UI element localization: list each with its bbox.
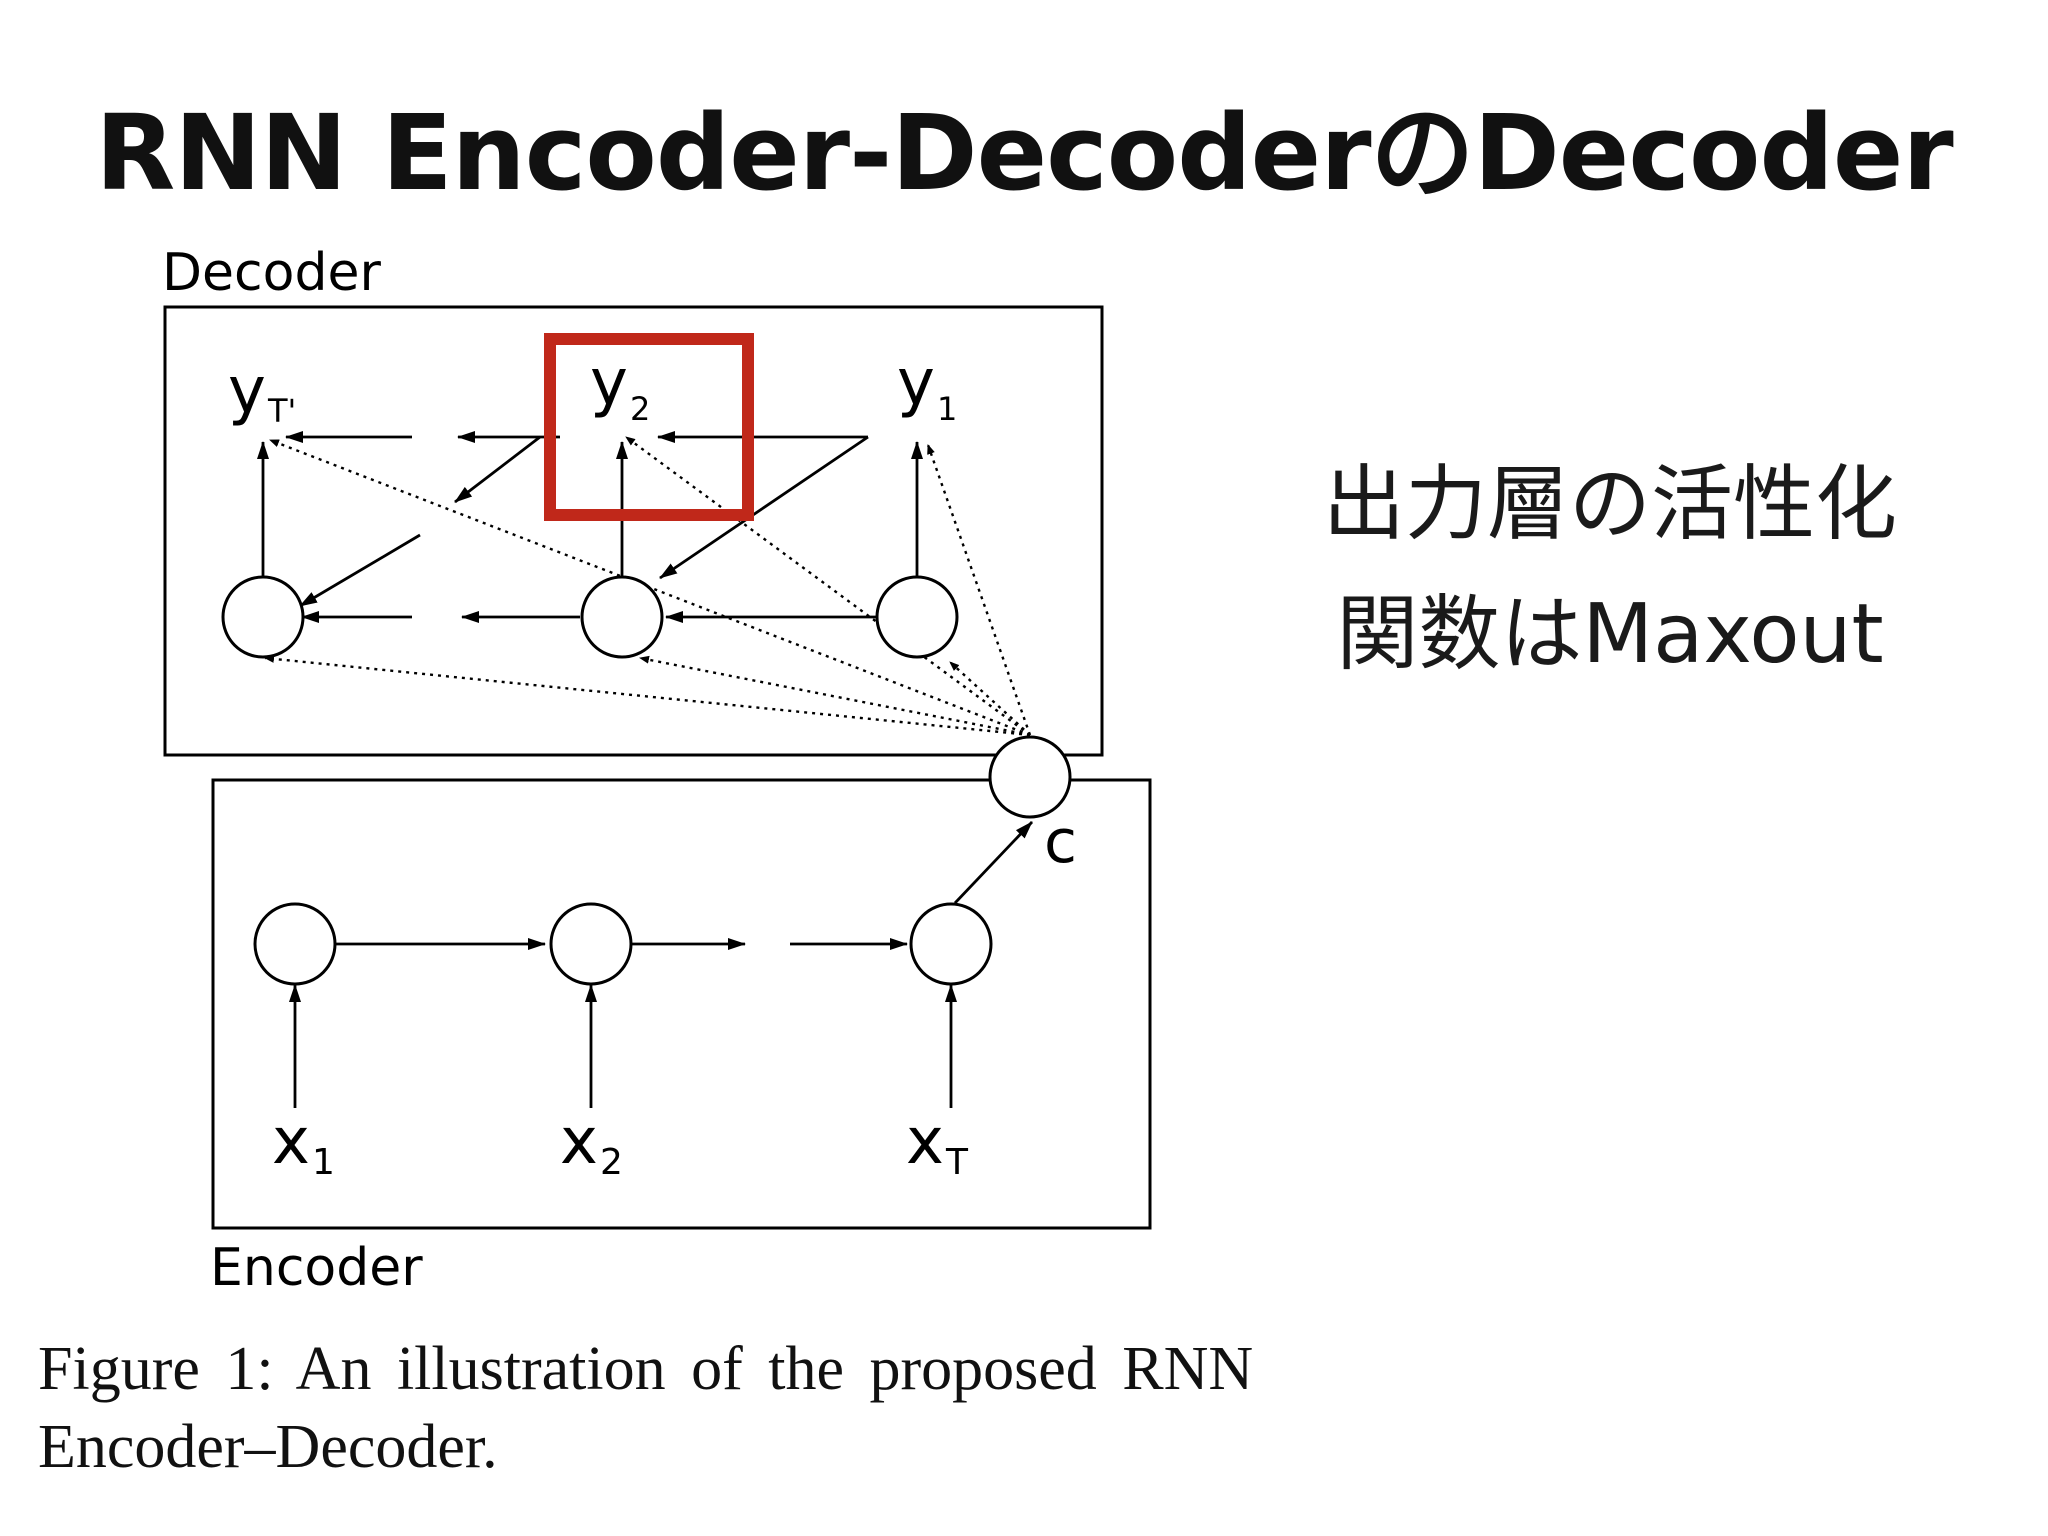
svg-text:T': T' <box>267 392 296 430</box>
svg-text:T: T <box>945 1142 969 1183</box>
output-label: y T' <box>228 354 296 430</box>
decoder-label: Decoder <box>162 243 381 303</box>
decoder-box <box>163 305 1104 757</box>
svg-text:y: y <box>590 346 628 420</box>
caption-line: Encoder–Decoder. <box>38 1413 498 1481</box>
encoder-hidden-node <box>549 902 633 986</box>
svg-text:x: x <box>906 1105 944 1179</box>
output-label: y 1 <box>897 346 957 428</box>
activation-note: 出力層の活性化 関数はMaxout <box>1240 440 1980 700</box>
svg-text:y: y <box>228 354 266 428</box>
encoder-hidden-node <box>253 902 337 986</box>
input-label: x 2 <box>560 1105 623 1183</box>
context-node <box>988 735 1072 819</box>
svg-text:y: y <box>897 346 935 420</box>
encoder-label: Encoder <box>210 1238 423 1298</box>
output-label: y 2 <box>590 346 650 428</box>
encoder-arrows <box>289 821 1034 1108</box>
decoder-hidden-node <box>221 575 305 659</box>
figure-caption: Figure 1: An illustration of the propose… <box>38 1330 1318 1486</box>
caption-line: Figure 1: An illustration of the propose… <box>38 1335 1254 1403</box>
decoder-hidden-node <box>875 575 959 659</box>
decoder-arrows <box>257 431 923 623</box>
activation-note-line: 関数はMaxout <box>1336 587 1884 682</box>
highlight-box <box>544 333 754 521</box>
svg-text:x: x <box>560 1105 598 1179</box>
svg-text:1: 1 <box>937 390 957 428</box>
svg-text:x: x <box>272 1105 310 1179</box>
svg-text:2: 2 <box>630 390 650 428</box>
decoder-hidden-node <box>580 575 664 659</box>
svg-text:2: 2 <box>600 1142 623 1183</box>
input-label: x T <box>906 1105 969 1183</box>
slide-title: RNN Encoder-DecoderのDecoder <box>95 92 1953 214</box>
context-dotted-connections <box>264 436 1032 737</box>
encoder-box <box>211 778 1152 1230</box>
svg-text:1: 1 <box>312 1142 335 1183</box>
encoder-hidden-node <box>909 902 993 986</box>
input-label: x 1 <box>272 1105 335 1183</box>
context-label: c <box>1044 807 1077 877</box>
activation-note-line: 出力層の活性化 <box>1322 457 1897 552</box>
